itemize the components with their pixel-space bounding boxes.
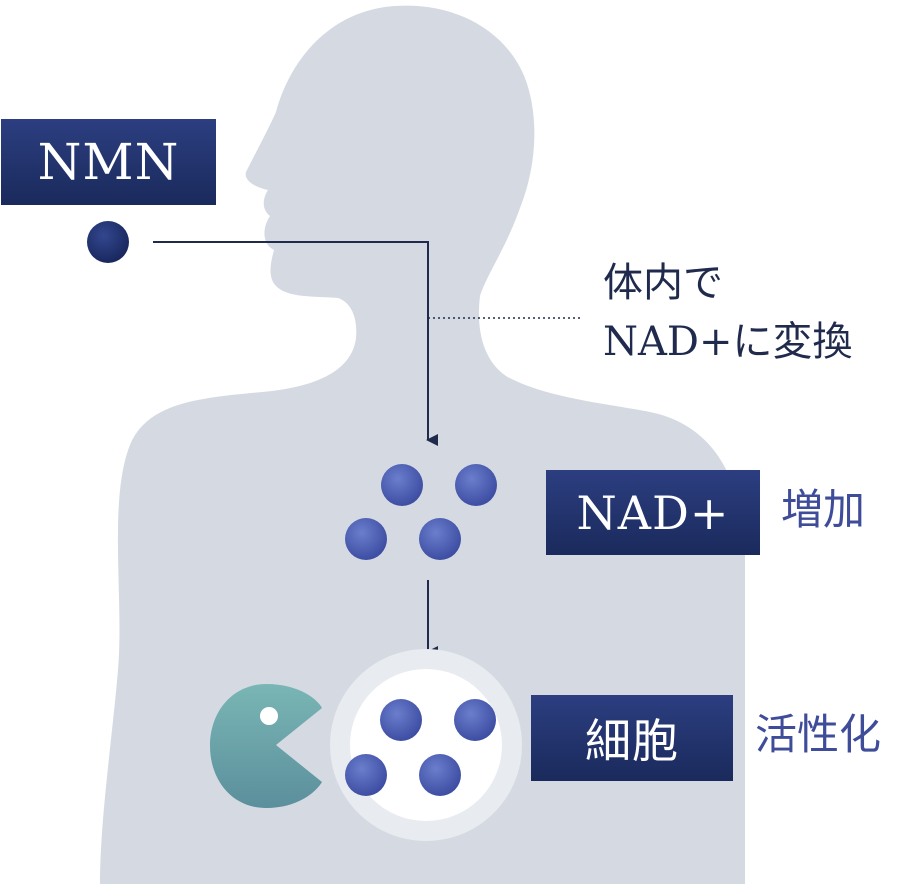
cell-molecule — [454, 699, 496, 741]
conversion-note-line2: NAD+に変換 — [603, 319, 853, 365]
cell-label: 細胞 — [531, 695, 733, 781]
nmn-molecule — [87, 221, 129, 263]
nad-molecule — [419, 518, 461, 560]
flow-arrow-nmn-to-nad — [153, 241, 438, 446]
body-silhouette — [100, 5, 745, 884]
pacman-icon — [210, 684, 322, 808]
cell-inner — [350, 669, 502, 821]
cell-effect-text: 活性化 — [755, 710, 882, 759]
cell — [330, 649, 522, 841]
cell-molecule — [380, 699, 422, 741]
cell-molecule — [345, 754, 387, 796]
pacman-eye — [260, 707, 278, 725]
nmn-label: NMN — [1, 119, 216, 205]
nad-molecule — [381, 464, 423, 506]
nad-molecule — [345, 518, 387, 560]
cell-molecule — [419, 754, 461, 796]
nad-molecule-cluster — [345, 464, 497, 560]
nad-label: NAD+ — [546, 470, 760, 555]
nad-molecule — [455, 464, 497, 506]
conversion-note-line1: 体内で — [603, 260, 723, 306]
nad-effect-text: 増加 — [781, 485, 866, 534]
